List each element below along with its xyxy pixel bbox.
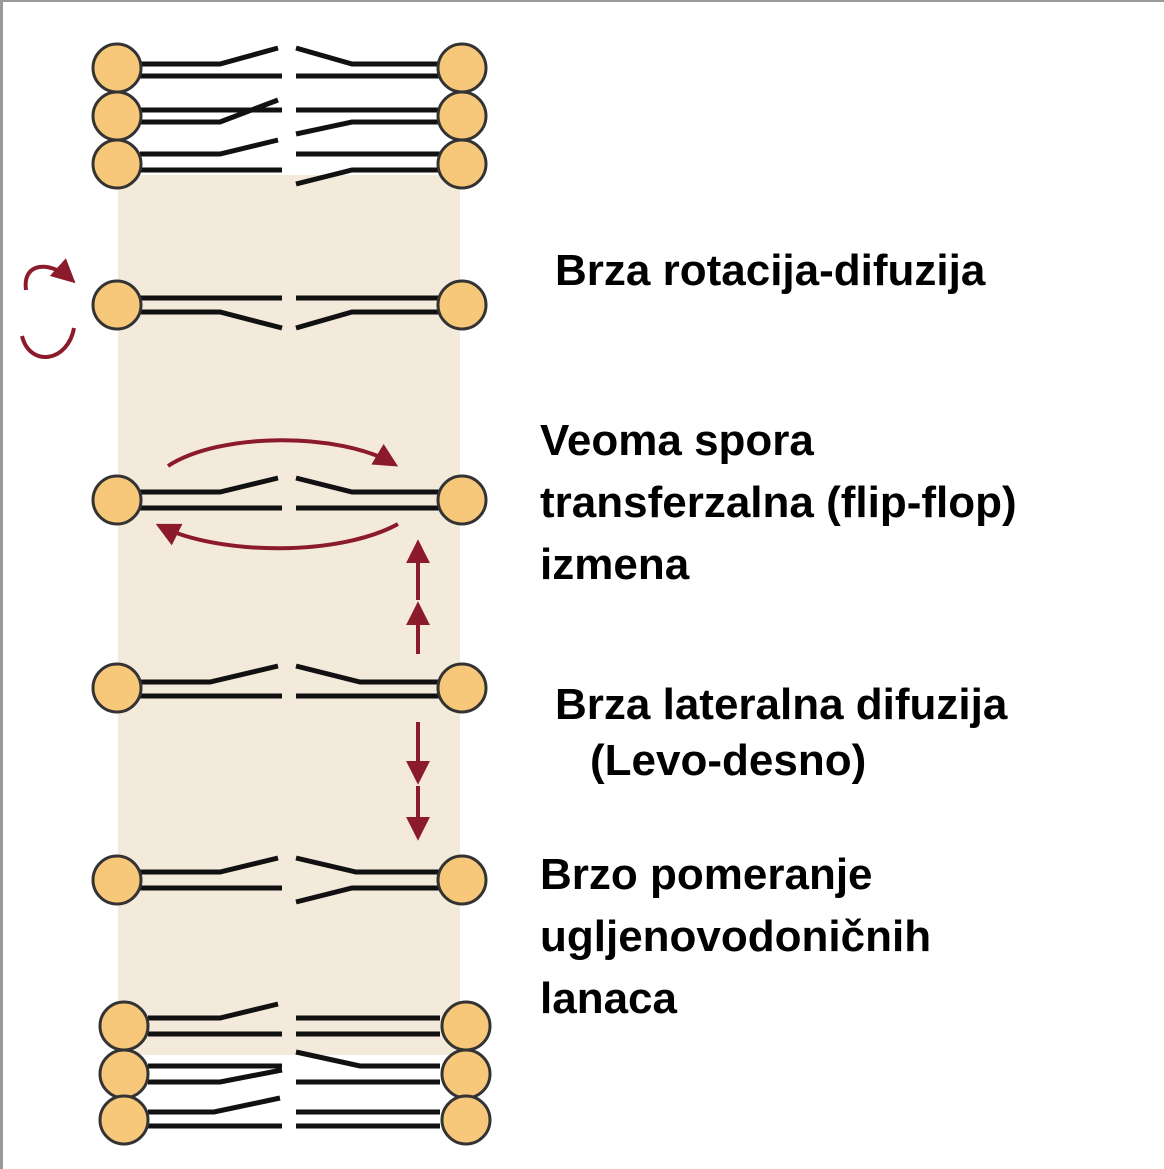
lipid-head <box>440 1094 492 1146</box>
lipid-head <box>91 42 143 94</box>
rotation-arrows <box>20 258 76 360</box>
lipid-molecule <box>140 45 440 79</box>
lipid-head <box>436 662 488 714</box>
label-flipflop-line1: Veoma spora <box>540 416 814 465</box>
lipid-head <box>436 279 488 331</box>
lipid-head <box>436 854 488 906</box>
lipid-stack-bottom <box>148 1001 440 1129</box>
lipid-head <box>98 1000 150 1052</box>
label-rotation: Brza rotacija-difuzija <box>555 246 986 295</box>
lipid-head <box>91 279 143 331</box>
label-lateral-line1: Brza lateralna difuzija <box>555 680 1008 729</box>
flipflop-arrows <box>155 438 399 551</box>
lipid-stack-top <box>140 45 440 187</box>
lipid-head <box>91 854 143 906</box>
lipid-head <box>98 1048 150 1100</box>
lipid-heads-bottom <box>98 1000 492 1146</box>
lipid-chain-motion <box>91 854 488 906</box>
lipid-head <box>436 42 488 94</box>
label-chains-line1: Brzo pomeranje <box>540 850 873 899</box>
lipid-molecule <box>148 1001 440 1037</box>
lipid-flipflop <box>91 474 488 526</box>
rotation-arrow-bottom <box>20 327 76 360</box>
lipid-head <box>440 1048 492 1100</box>
lipid-head <box>436 138 488 190</box>
label-flipflop-line3: izmena <box>540 540 690 589</box>
lipid-head <box>91 662 143 714</box>
lipid-head <box>98 1094 150 1146</box>
lipid-heads-top <box>91 42 488 190</box>
lipid-head <box>91 90 143 142</box>
label-chains-line3: lanaca <box>540 974 677 1023</box>
label-flipflop-line2: transferzalna (flip-flop) <box>540 478 1017 527</box>
label-chains-line2: ugljenovodoničnih <box>540 912 932 961</box>
lipid-head <box>436 90 488 142</box>
lipid-head <box>440 1000 492 1052</box>
lipid-molecule <box>148 1095 440 1129</box>
lipid-head <box>436 474 488 526</box>
lipid-head <box>91 474 143 526</box>
lipid-molecule <box>140 97 440 137</box>
lipid-molecule <box>140 137 440 187</box>
lipid-rotation <box>91 279 488 331</box>
rotation-arrow-top <box>23 258 76 291</box>
lipid-head <box>91 138 143 190</box>
flipflop-arrow-bottom <box>155 522 399 551</box>
lipid-molecule <box>148 1049 440 1085</box>
flipflop-arrow-top <box>166 438 399 468</box>
membrane-band <box>118 175 460 1055</box>
lipid-lateral <box>91 662 488 714</box>
label-lateral-line2: (Levo-desno) <box>590 736 867 785</box>
